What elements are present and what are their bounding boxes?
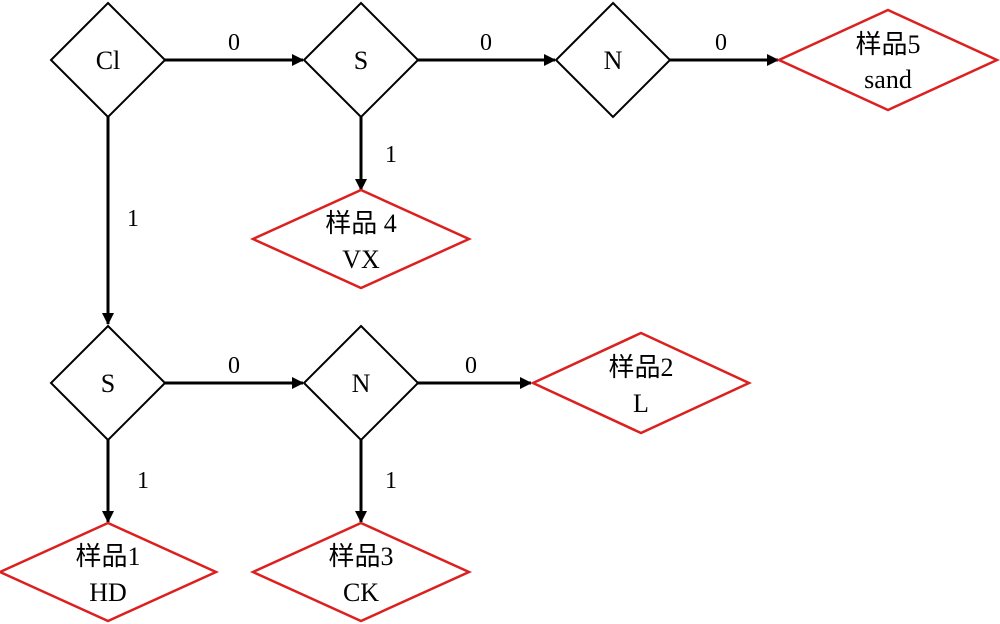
result-node-sample1-name: 样品1	[75, 542, 140, 571]
edges	[102, 54, 779, 523]
decision-node-cl-top: Cl	[49, 1, 167, 119]
result-node-sample2-code: L	[633, 389, 649, 418]
result-node-sample1-code: HD	[89, 578, 127, 607]
result-node-sample1: 样品1 HD	[0, 521, 220, 623]
edge-label-n-bottom-to-sample3: 1	[385, 468, 397, 494]
result-node-sample2: 样品2 L	[530, 331, 752, 435]
result-node-sample5-code: sand	[864, 65, 912, 94]
result-node-sample4-name: 样品 4	[325, 209, 397, 238]
result-node-sample4-code: VX	[342, 245, 380, 274]
edge-labels: 0 0 0 1 1 0 0 1 1	[127, 30, 727, 494]
edge-label-n-to-sample5: 0	[715, 30, 727, 56]
result-node-sample4: 样品 4 VX	[249, 188, 473, 290]
edge-label-cl-to-s-bottom: 1	[127, 206, 139, 232]
edge-label-s-bottom-to-sample1: 1	[137, 468, 149, 494]
decision-node-s-bottom: S	[49, 324, 167, 442]
result-node-sample3-code: CK	[343, 578, 379, 607]
decision-node-cl-top-label: Cl	[96, 46, 121, 75]
decision-nodes: Cl S N S N	[49, 1, 672, 442]
decision-node-s-bottom-label: S	[101, 369, 115, 398]
result-node-sample2-name: 样品2	[608, 353, 673, 382]
decision-node-n-bottom-label: N	[352, 369, 371, 398]
decision-node-s-top: S	[302, 1, 420, 119]
decision-node-n-top-label: N	[604, 46, 623, 75]
edge-label-cl-to-s: 0	[228, 30, 240, 56]
result-node-sample3-name: 样品3	[328, 542, 393, 571]
result-node-sample5-name: 样品5	[855, 30, 920, 59]
decision-node-n-bottom: N	[302, 324, 420, 442]
result-node-sample3: 样品3 CK	[249, 521, 473, 623]
decision-node-n-top: N	[554, 1, 672, 119]
edge-label-s-to-n: 0	[480, 30, 492, 56]
result-node-sample5: 样品5 sand	[776, 8, 1000, 112]
edge-label-s-bottom-to-n-bottom: 0	[228, 353, 240, 379]
decision-node-s-top-label: S	[354, 46, 368, 75]
edge-label-s-to-sample4: 1	[385, 142, 397, 168]
result-nodes: 样品5 sand 样品 4 VX 样品2 L 样品1 HD 样品3 CK	[0, 8, 1000, 623]
edge-label-n-bottom-to-sample2: 0	[465, 353, 477, 379]
